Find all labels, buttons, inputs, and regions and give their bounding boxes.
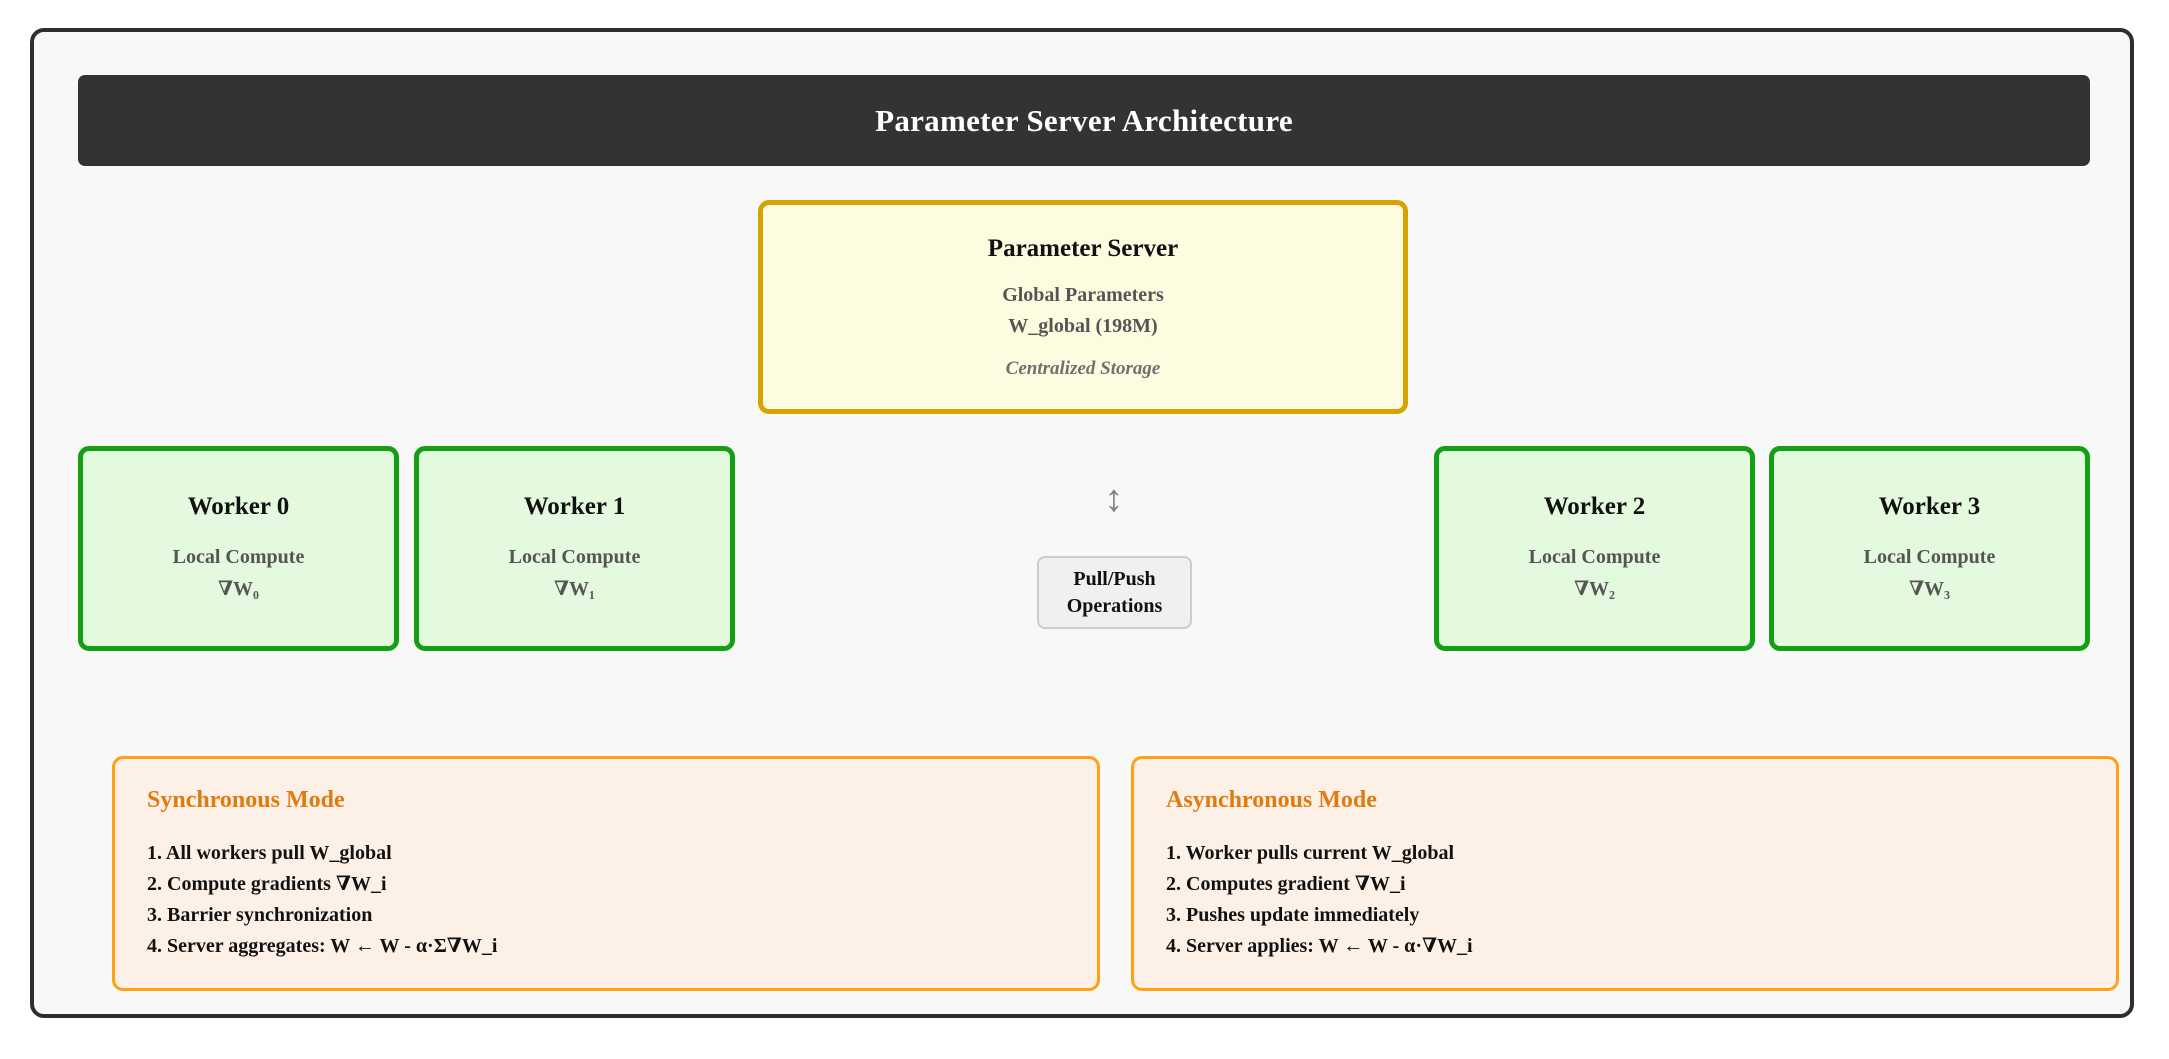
parameter-server-line-1: Global Parameters (1002, 283, 1164, 306)
worker-title: Worker 0 (187, 492, 290, 520)
pull-push-operations-label: Pull/Push Operations (1037, 556, 1192, 629)
asynchronous-mode-step: 4. Server applies: W ← W - α·∇W_i (1166, 935, 1473, 957)
asynchronous-mode-step: 2. Computes gradient ∇W_i (1166, 873, 1406, 895)
synchronous-mode-title: Synchronous Mode (147, 787, 345, 813)
worker-role: Local Compute (1528, 545, 1661, 568)
synchronous-mode-step: 4. Server aggregates: W ← W - α·Σ∇W_i (147, 935, 498, 957)
worker-node-2: Worker 2 Local Compute ∇W₂ (1434, 446, 1755, 651)
synchronous-mode-step: 1. All workers pull W_global (147, 842, 392, 864)
diagram-title-bar: Parameter Server Architecture (78, 75, 2090, 166)
synchronous-mode-panel: Synchronous Mode 1. All workers pull W_g… (112, 756, 1100, 991)
pull-push-line-2: Operations (1066, 594, 1163, 617)
worker-gradient: ∇W₀ (217, 577, 260, 600)
worker-gradient: ∇W₁ (553, 577, 596, 600)
bidirectional-arrow-icon: ↕ (1104, 478, 1124, 520)
page-title: Parameter Server Architecture (875, 102, 1293, 138)
worker-gradient: ∇W₂ (1573, 577, 1616, 600)
diagram-canvas: Parameter Server Architecture Parameter … (30, 28, 2134, 1018)
synchronous-mode-step: 2. Compute gradients ∇W_i (147, 873, 387, 895)
parameter-server-node: Parameter Server Global Parameters W_glo… (758, 200, 1408, 414)
parameter-server-line-2: W_global (198M) (1008, 314, 1158, 337)
pull-push-line-1: Pull/Push (1073, 567, 1156, 590)
asynchronous-mode-panel: Asynchronous Mode 1. Worker pulls curren… (1131, 756, 2119, 991)
worker-role: Local Compute (508, 545, 641, 568)
worker-title: Worker 2 (1543, 492, 1646, 520)
synchronous-mode-step: 3. Barrier synchronization (147, 904, 373, 926)
worker-title: Worker 1 (523, 492, 626, 520)
parameter-server-note: Centralized Storage (1005, 357, 1161, 379)
worker-node-0: Worker 0 Local Compute ∇W₀ (78, 446, 399, 651)
worker-node-1: Worker 1 Local Compute ∇W₁ (414, 446, 735, 651)
asynchronous-mode-step: 1. Worker pulls current W_global (1166, 842, 1454, 864)
parameter-server-title: Parameter Server (987, 234, 1179, 262)
worker-title: Worker 3 (1878, 492, 1981, 520)
worker-node-3: Worker 3 Local Compute ∇W₃ (1769, 446, 2090, 651)
asynchronous-mode-title: Asynchronous Mode (1166, 787, 1377, 813)
asynchronous-mode-step: 3. Pushes update immediately (1166, 904, 1420, 926)
worker-role: Local Compute (1863, 545, 1996, 568)
worker-gradient: ∇W₃ (1908, 577, 1951, 600)
worker-role: Local Compute (172, 545, 305, 568)
